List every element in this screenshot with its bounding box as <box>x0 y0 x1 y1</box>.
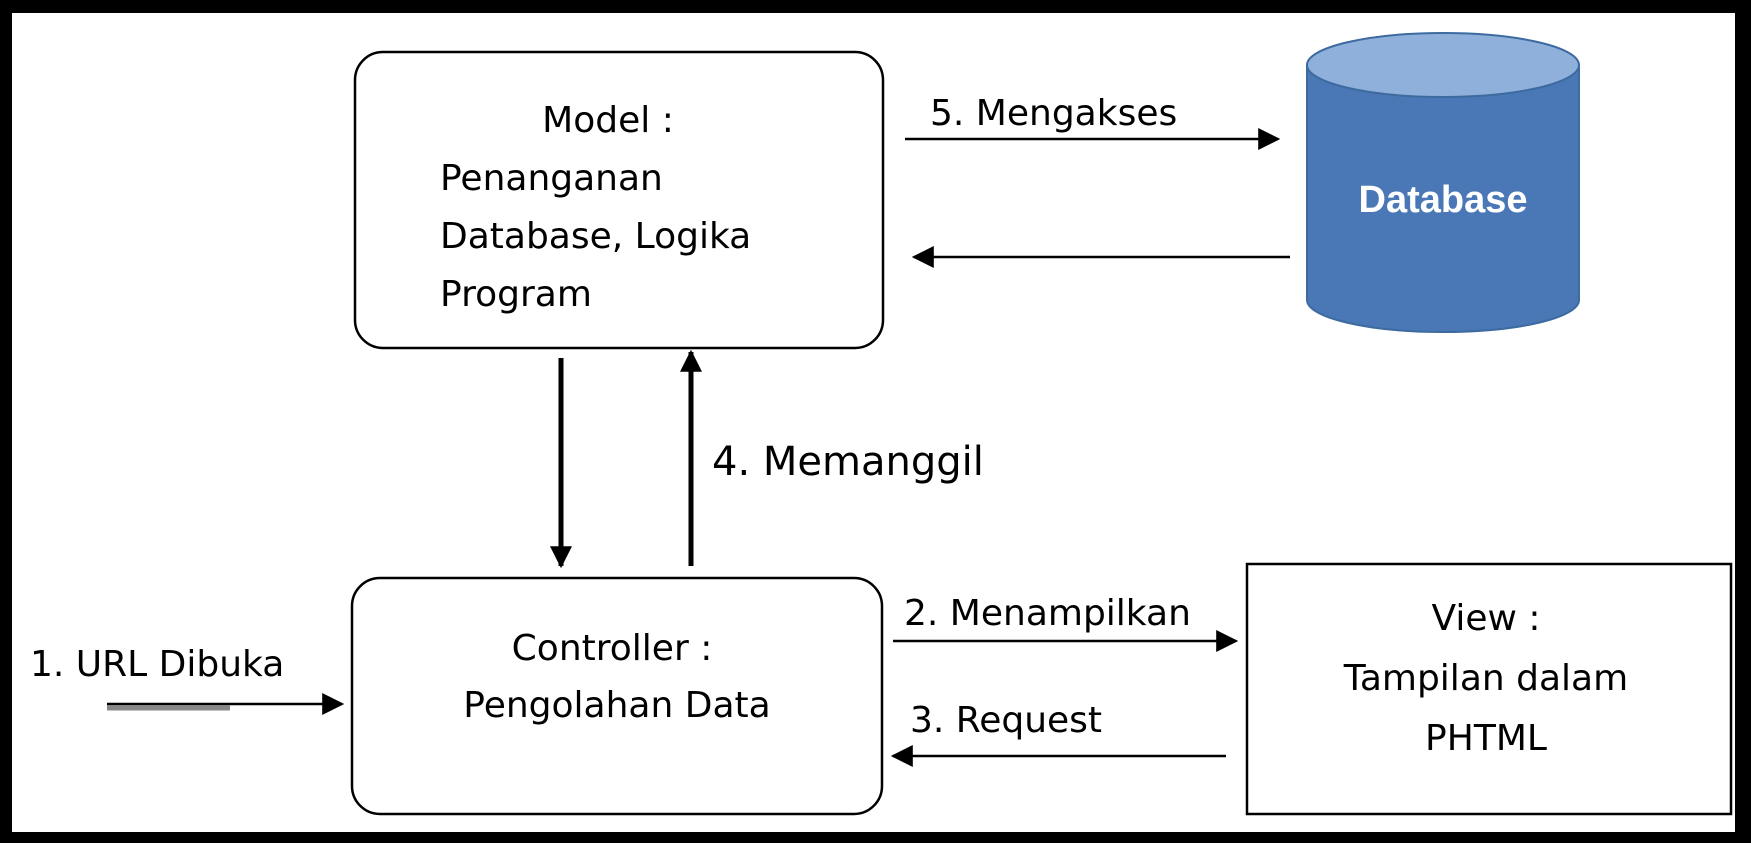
view-line-3: PHTML <box>1425 718 1547 759</box>
controller-title: Controller : <box>512 628 713 669</box>
database-label: Database <box>1359 179 1528 221</box>
database-cylinder: Database <box>1306 32 1580 333</box>
step-5-label: 5. Mengakses <box>930 93 1177 134</box>
step-3-label: 3. Request <box>910 700 1102 741</box>
model-title: Model : <box>542 100 674 141</box>
database-top <box>1306 32 1580 98</box>
database-body <box>1306 65 1580 333</box>
view-line-2: Tampilan dalam <box>1343 658 1628 699</box>
display-arrow-group: 2. Menampilkan <box>893 593 1239 652</box>
access-arrow-group: 5. Mengakses <box>905 93 1281 150</box>
controller-subtitle: Pengolahan Data <box>463 685 770 726</box>
view-box: View : Tampilan dalam PHTML <box>1245 562 1733 816</box>
url-arrow-group: 1. URL Dibuka <box>30 644 345 715</box>
step-4-label: 4. Memanggil <box>712 439 984 485</box>
request-arrow-group: 3. Request <box>890 700 1226 767</box>
model-line-4: Program <box>440 274 592 315</box>
view-title: View : <box>1431 598 1540 639</box>
step-1-label: 1. URL Dibuka <box>30 644 284 685</box>
model-box: Model : Penanganan Database, Logika Prog… <box>353 50 885 350</box>
call-arrow-group: 4. Memanggil <box>680 349 984 566</box>
step-2-label: 2. Menampilkan <box>904 593 1191 634</box>
model-line-2: Penanganan <box>440 158 663 199</box>
controller-box: Controller : Pengolahan Data <box>350 576 884 816</box>
model-line-3: Database, Logika <box>440 216 751 257</box>
